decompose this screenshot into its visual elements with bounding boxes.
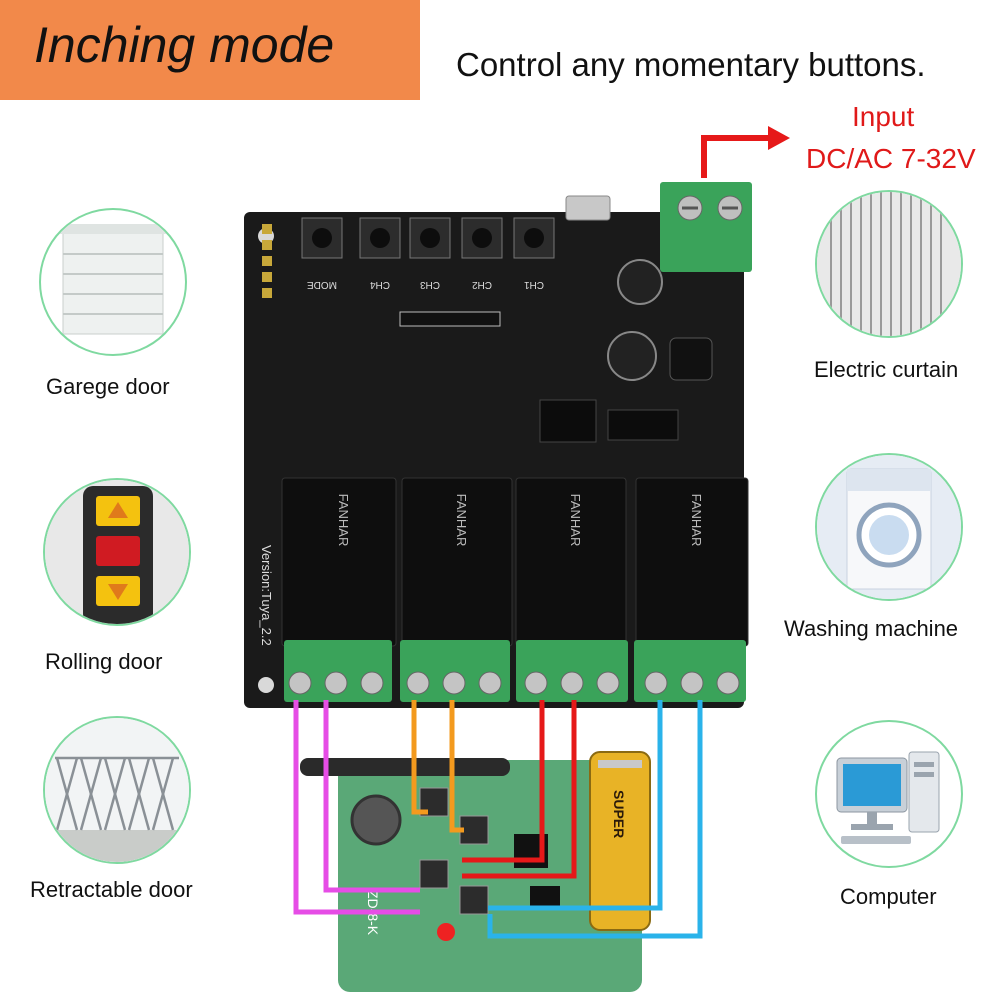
button-label-ch3: CH3 [420,279,440,290]
curtain-icon [815,190,963,338]
tagline: Control any momentary buttons. [456,46,926,83]
relay-brand-2: FANHAR [454,494,469,547]
wires [293,700,703,939]
app-label-garage-door: Garege door [46,374,170,399]
rolling-door-remote-icon [43,478,191,626]
power-input-label: Input [852,101,915,132]
usb-port [565,195,611,221]
battery: SUPER [589,751,651,931]
app-label-washing-machine: Washing machine [784,616,959,641]
board-buttons [301,217,555,259]
board-version-text: Version:Tuya_2.2 [259,545,274,646]
banner-title: Inching mode [34,17,335,73]
relay-brand-1: FANHAR [336,494,351,547]
battery-text: SUPER [611,790,627,838]
power-input-terminal [660,182,752,272]
relay-brand-4: FANHAR [689,494,704,547]
output-terminals [284,640,746,702]
computer-icon [815,720,963,868]
header-pins [262,224,272,298]
app-label-rolling-door: Rolling door [45,649,163,674]
garage-door-icon [39,208,187,356]
power-input-value: DC/AC 7-32V [806,143,976,174]
button-label-ch2: CH2 [472,279,492,290]
relays [281,477,749,647]
app-label-electric-curtain: Electric curtain [814,357,959,382]
washing-machine-icon [815,453,963,601]
relay-brand-3: FANHAR [568,494,583,547]
input-arrow [701,126,790,178]
button-label-ch4: CH4 [370,279,390,290]
button-label-ch1: CH1 [524,279,544,290]
mode-banner: Inching mode [0,0,420,100]
button-label-mode: MODE [307,279,337,290]
app-label-computer: Computer [840,884,937,909]
app-label-retractable-door: Retractable door [30,877,193,902]
